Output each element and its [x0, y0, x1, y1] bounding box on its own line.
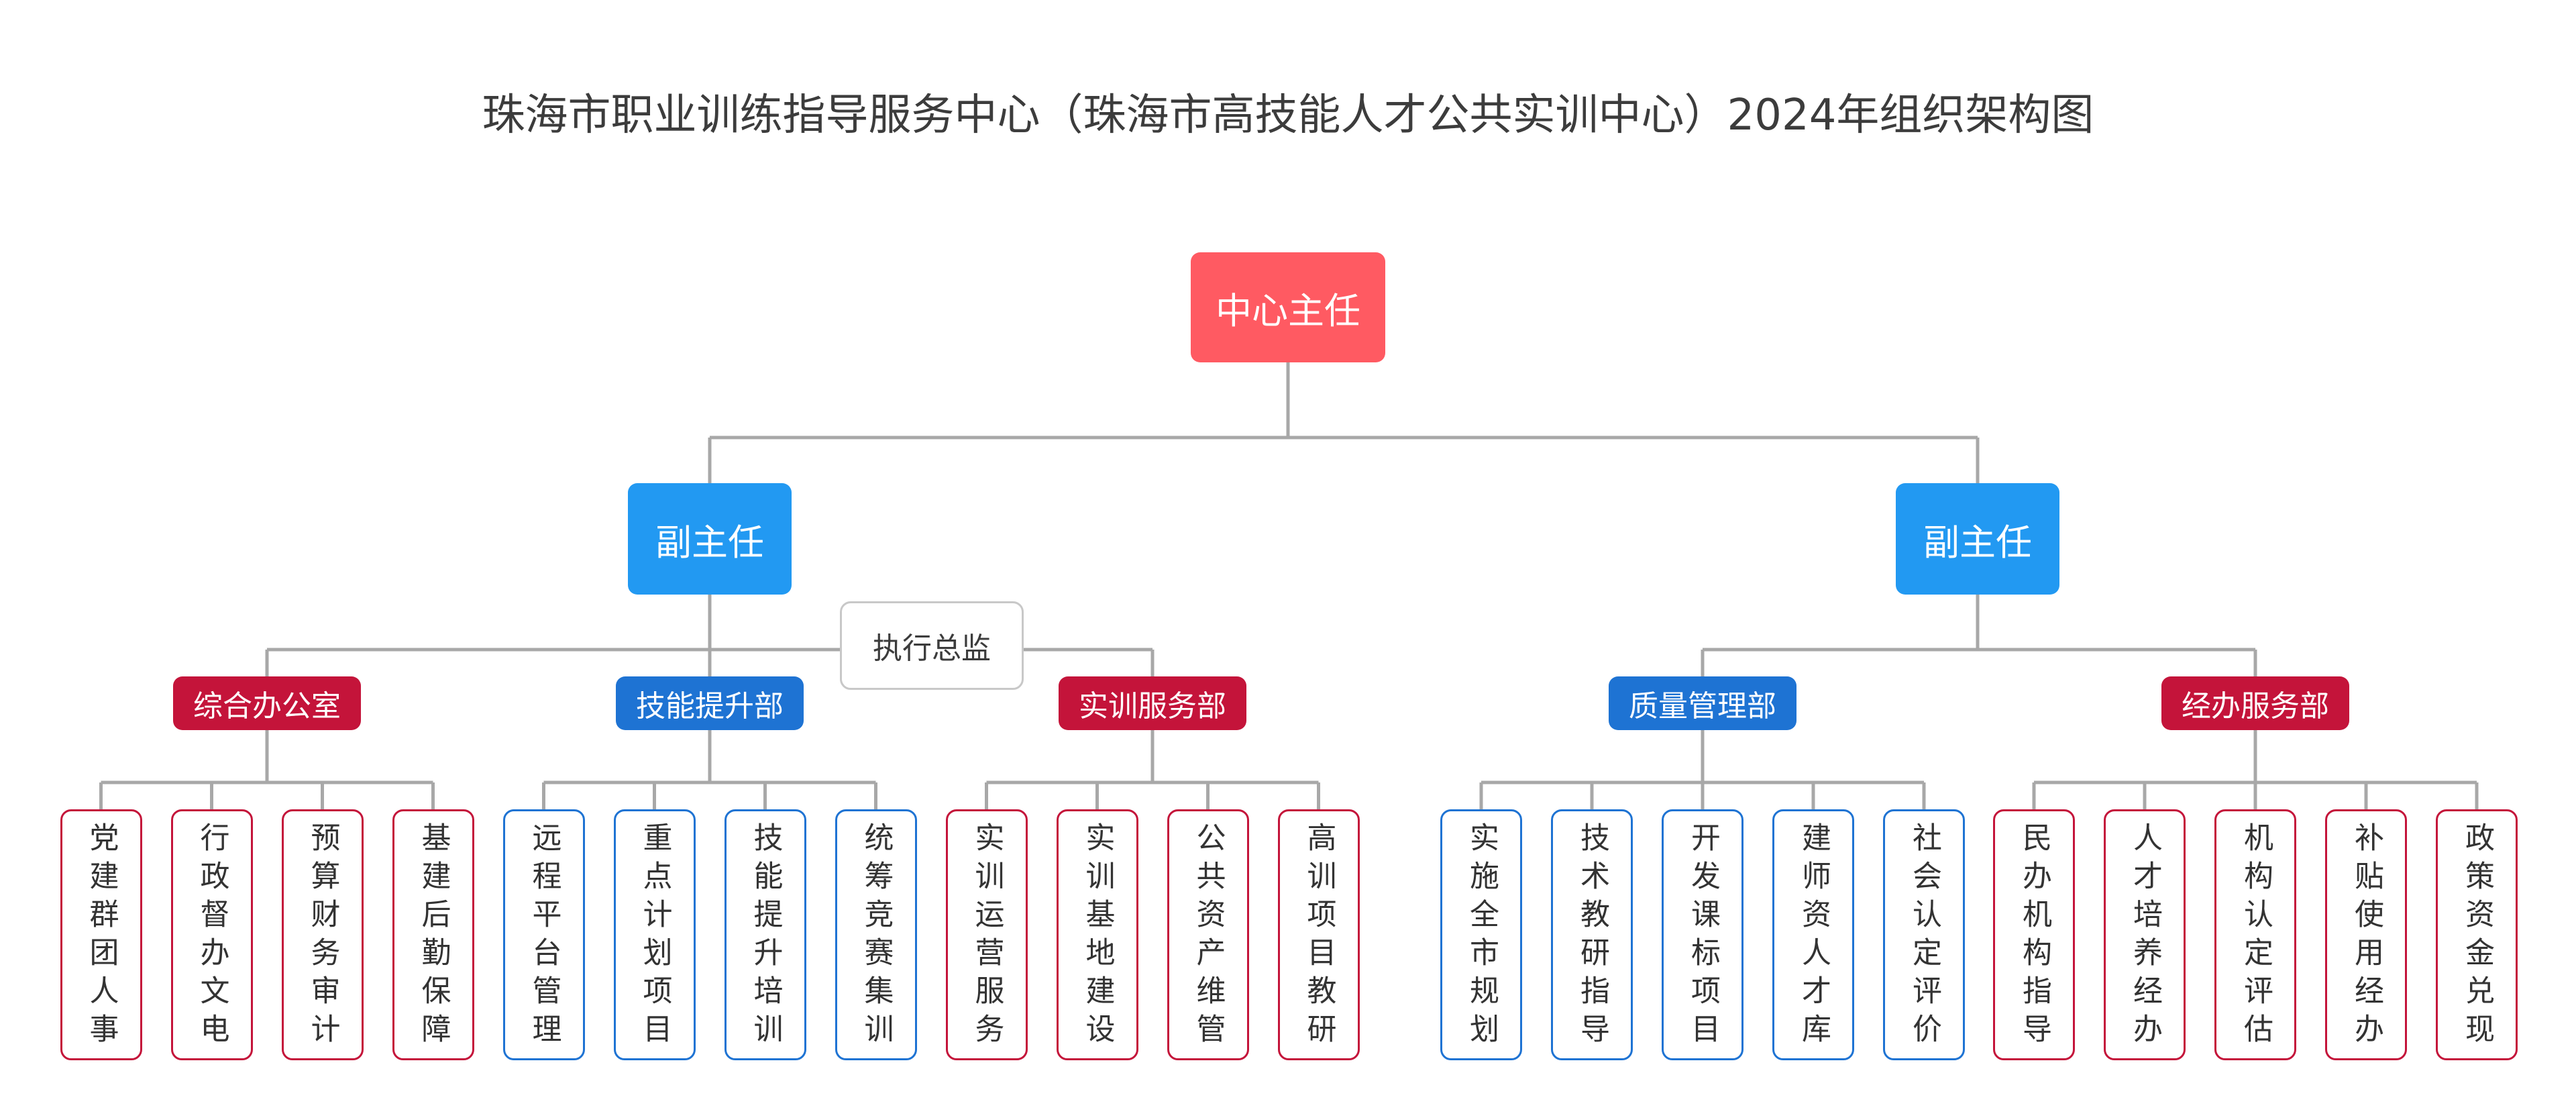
chart-title: 珠海市职业训练指导服务中心（珠海市高技能人才公共实训中心）2024年组织架构图 — [482, 91, 2094, 140]
duty-label: 重点计划项目 — [637, 822, 672, 1052]
vice-director-box: 副主任 — [628, 483, 792, 595]
vice-director-box: 副主任 — [1896, 483, 2059, 595]
duty-box: 高训项目教研 — [1277, 809, 1360, 1060]
department-box: 综合办公室 — [173, 676, 361, 730]
duty-box: 实施全市规划 — [1440, 809, 1522, 1060]
duty-label: 建师资人才库 — [1796, 822, 1831, 1052]
duty-box: 技术教研指导 — [1551, 809, 1633, 1060]
director-box: 中心主任 — [1191, 252, 1385, 362]
duty-box: 预算财务审计 — [281, 809, 364, 1060]
duty-box: 民办机构指导 — [1993, 809, 2075, 1060]
duty-label: 实训基地建设 — [1080, 822, 1115, 1052]
duty-box: 开发课标项目 — [1662, 809, 1743, 1060]
duty-label: 实施全市规划 — [1464, 822, 1499, 1052]
duty-label: 统筹竞赛集训 — [859, 822, 894, 1052]
duty-box: 技能提升培训 — [724, 809, 806, 1060]
duty-label: 预算财务审计 — [305, 822, 340, 1052]
duty-box: 人才培养经办 — [2104, 809, 2186, 1060]
duty-label: 补贴使用经办 — [2349, 822, 2383, 1052]
duty-label: 基建后勤保障 — [416, 822, 451, 1052]
duty-box: 公共资产维管 — [1167, 809, 1249, 1060]
duty-label: 实训运营服务 — [969, 822, 1004, 1052]
duty-box: 重点计划项目 — [613, 809, 696, 1060]
duty-box: 基建后勤保障 — [392, 809, 474, 1060]
duty-box: 建师资人才库 — [1772, 809, 1854, 1060]
department-box: 经办服务部 — [2161, 676, 2349, 730]
duty-label: 人才培养经办 — [2128, 822, 2162, 1052]
duty-box: 实训基地建设 — [1056, 809, 1138, 1060]
duty-label: 社会认定评价 — [1907, 822, 1941, 1052]
duty-label: 高训项目教研 — [1301, 822, 1336, 1052]
department-box: 实训服务部 — [1059, 676, 1246, 730]
duty-label: 公共资产维管 — [1191, 822, 1226, 1052]
duty-box: 政策资金兑现 — [2436, 809, 2518, 1060]
duty-box: 社会认定评价 — [1883, 809, 1965, 1060]
duty-label: 政策资金兑现 — [2460, 822, 2494, 1052]
department-box: 质量管理部 — [1609, 676, 1796, 730]
duty-label: 技术教研指导 — [1575, 822, 1609, 1052]
duty-box: 党建群团人事 — [60, 809, 142, 1060]
duty-box: 实训运营服务 — [945, 809, 1028, 1060]
duty-label: 行政督办文电 — [195, 822, 229, 1052]
duty-label: 机构认定评估 — [2239, 822, 2273, 1052]
duty-label: 开发课标项目 — [1686, 822, 1720, 1052]
executive-director-box: 执行总监 — [840, 601, 1024, 690]
duty-box: 机构认定评估 — [2214, 809, 2296, 1060]
duty-box: 补贴使用经办 — [2325, 809, 2407, 1060]
duty-box: 远程平台管理 — [502, 809, 585, 1060]
duty-box: 统筹竞赛集训 — [835, 809, 917, 1060]
duty-label: 技能提升培训 — [748, 822, 783, 1052]
duty-label: 党建群团人事 — [84, 822, 119, 1052]
duty-label: 民办机构指导 — [2017, 822, 2051, 1052]
duty-box: 行政督办文电 — [170, 809, 253, 1060]
duty-label: 远程平台管理 — [527, 822, 561, 1052]
department-box: 技能提升部 — [616, 676, 804, 730]
